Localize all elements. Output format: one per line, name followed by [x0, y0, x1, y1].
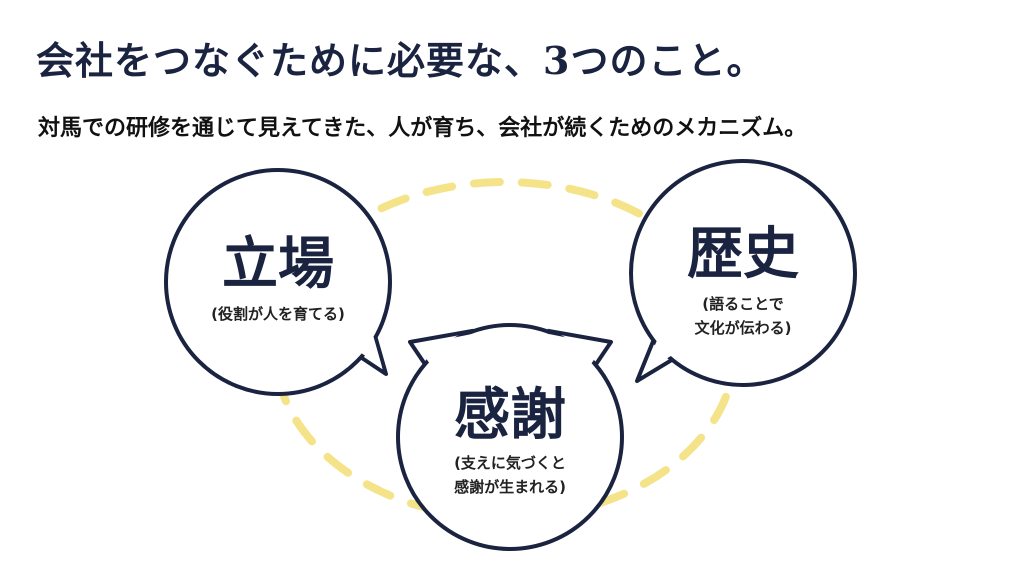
node-subtitle-tachiba: (役割が人を育てる)	[211, 305, 345, 323]
bubble-tachiba	[164, 168, 392, 396]
node-rekishi: 歴史 (語ることで 文化が伝わる)	[643, 222, 843, 340]
node-tachiba: 立場 (役割が人を育てる)	[178, 232, 378, 326]
bubble-kansha	[396, 323, 624, 551]
node-title-kansha: 感謝	[454, 382, 566, 448]
page-title: 会社をつなぐために必要な、3つのこと。	[36, 38, 766, 83]
node-kansha: 感謝 (支えに気づくと 感謝が生まれる)	[410, 383, 610, 499]
node-subtitle-kansha: (支えに気づくと 感謝が生まれる)	[454, 454, 566, 496]
bubble-rekishi	[629, 159, 857, 387]
node-title-rekishi: 歴史	[687, 221, 799, 287]
node-title-tachiba: 立場	[222, 231, 334, 297]
page-subtitle: 対馬での研修を通じて見えてきた、人が育ち、会社が続くためのメカニズム。	[38, 116, 807, 141]
node-subtitle-rekishi: (語ることで 文化が伝わる)	[694, 295, 792, 337]
